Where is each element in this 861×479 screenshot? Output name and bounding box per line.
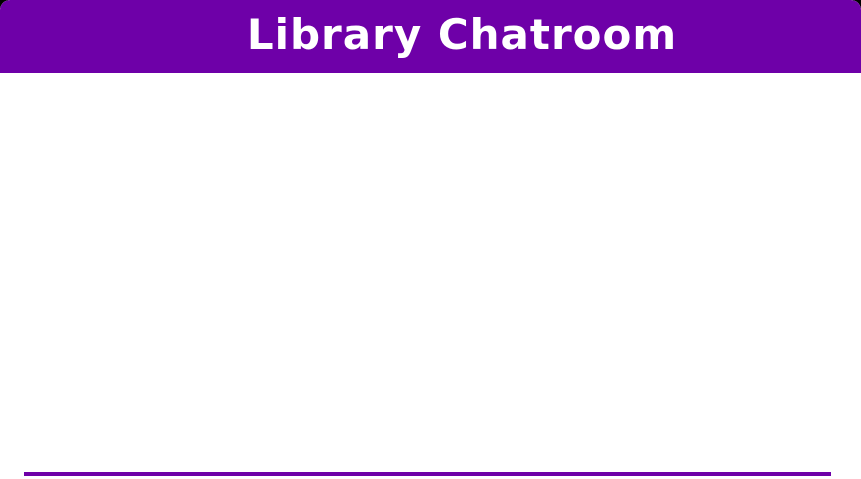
- message-list[interactable]: [0, 73, 861, 471]
- header-bar: Library Chatroom: [0, 0, 861, 73]
- page-title: Library Chatroom: [246, 10, 678, 59]
- message-input-underline[interactable]: [24, 472, 831, 476]
